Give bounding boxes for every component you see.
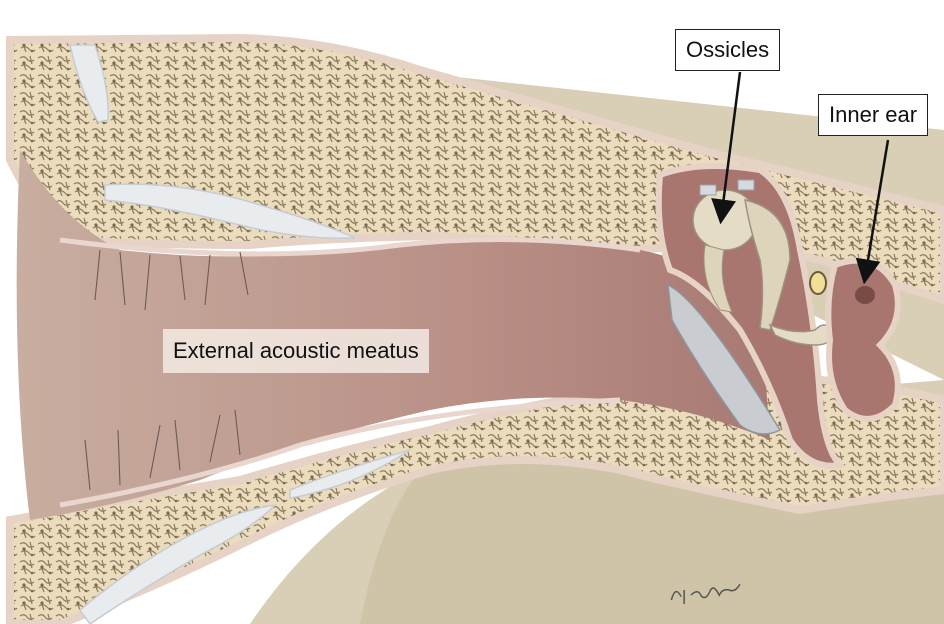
lower-temporal-bone xyxy=(6,373,944,624)
lower-cartilage xyxy=(78,503,278,624)
inner-ear-canal-opening xyxy=(855,286,875,304)
inner-ear-label: Inner ear xyxy=(818,94,929,136)
upper-cartilage xyxy=(104,183,356,239)
canal-hairs xyxy=(84,249,249,491)
inner-ear-arrow xyxy=(855,139,890,285)
ossicles-arrow xyxy=(711,71,742,225)
incus-body xyxy=(744,199,791,331)
ligament-top xyxy=(699,184,717,196)
artist-signature xyxy=(670,583,741,605)
external-acoustic-meatus-label: External acoustic meatus xyxy=(163,329,429,373)
oval-window xyxy=(809,271,827,295)
ossicles-label: Ossicles xyxy=(675,29,781,71)
ligament-top-2 xyxy=(737,179,755,191)
malleus-head xyxy=(692,189,758,251)
top-cartilage xyxy=(69,44,109,123)
ossicles-group xyxy=(692,179,832,346)
canal-upper-wall xyxy=(59,237,641,257)
tympanic-membrane xyxy=(667,283,782,435)
canal-lower-wall xyxy=(59,397,621,508)
lower-cartilage-2 xyxy=(289,449,411,499)
malleus-handle xyxy=(703,244,733,313)
inner-ear-cochlea xyxy=(825,257,901,422)
